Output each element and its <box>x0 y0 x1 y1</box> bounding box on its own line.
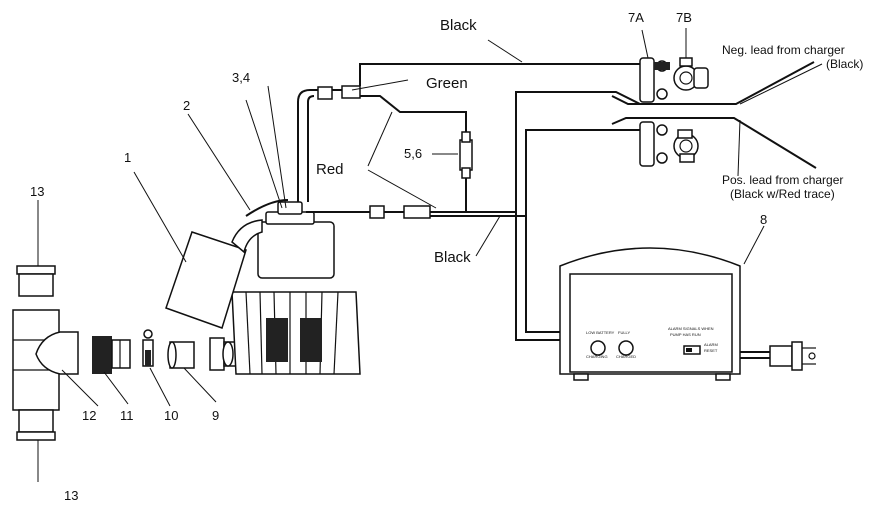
alarm-reset-line2: RESET <box>704 348 718 353</box>
part-5-6-label: 5,6 <box>404 146 422 161</box>
sump-pump <box>231 201 361 375</box>
threaded-adapter <box>92 336 131 374</box>
battery-clamp-7b-bottom <box>673 129 699 163</box>
charger-wire-a <box>515 91 641 212</box>
power-cord-plug <box>740 341 816 371</box>
part-11-label: 11 <box>120 408 134 423</box>
neg-lead-line2: (Black) <box>826 57 863 71</box>
battery-clamp-7b-top <box>673 57 709 91</box>
alarm-reset-line1: ALARM <box>704 342 718 347</box>
battery-clamp-7a-top <box>639 57 670 103</box>
charged-label: CHARGED <box>616 354 636 359</box>
pipe-tee <box>12 309 79 411</box>
alarm-signal-line2: PUMP HAS RUN <box>670 332 701 337</box>
green-connector <box>317 86 333 100</box>
part-9-label: 9 <box>212 408 219 423</box>
pos-lead-line2: (Black w/Red trace) <box>730 187 835 201</box>
green-wire-label: Green <box>426 75 468 92</box>
check-valve <box>142 329 154 367</box>
part-1-label: 1 <box>124 150 131 165</box>
discharge-adapter <box>167 341 195 369</box>
black-wire-top <box>359 63 640 86</box>
charging-label: CHARGING <box>586 354 608 359</box>
pipe-cap-top <box>16 265 56 297</box>
alarm-signal-line1: ALARM SIGNALS WHEN <box>668 326 714 331</box>
fully-label: FULLY <box>618 330 630 335</box>
part-13-bottom-label: 13 <box>64 488 78 503</box>
wire-splice <box>341 85 361 99</box>
battery-charger <box>559 247 741 381</box>
part-12-label: 12 <box>82 408 96 423</box>
charger-wire-b <box>525 216 560 333</box>
part-2-label: 2 <box>183 98 190 113</box>
neg-lead-line1: Neg. lead from charger <box>722 43 845 57</box>
black-wire-top-label: Black <box>440 17 477 34</box>
float-switch <box>165 219 263 329</box>
pump-cord-up <box>297 89 342 202</box>
leader-lines <box>37 28 823 482</box>
part-13-top-label: 13 <box>30 184 44 199</box>
part-7a-label: 7A <box>628 10 644 25</box>
charger-wire-c <box>525 129 640 216</box>
low-battery-label: LOW BATTERY <box>586 330 615 335</box>
pipe-cap-bottom <box>16 409 56 441</box>
part-3-4-label: 3,4 <box>232 70 250 85</box>
black-wire-bottom-label: Black <box>434 249 471 266</box>
part-10-label: 10 <box>164 408 178 423</box>
battery-clamp-7a-bottom <box>639 121 668 167</box>
red-wire-label: Red <box>316 161 344 178</box>
part-8-label: 8 <box>760 212 767 227</box>
fuse-holder <box>459 118 473 212</box>
part-7b-label: 7B <box>676 10 692 25</box>
pos-lead-line1: Pos. lead from charger <box>722 173 843 187</box>
